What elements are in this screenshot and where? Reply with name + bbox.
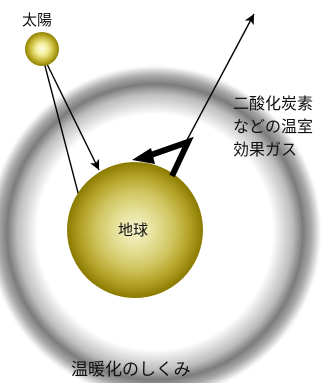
- earth-label: 地球: [118, 221, 149, 239]
- diagram-caption: 温暖化のしくみ: [71, 360, 191, 380]
- greenhouse-gas-label-line-2: などの温室: [233, 117, 314, 136]
- greenhouse-reflection-arrowhead: [132, 148, 155, 164]
- earth: [67, 162, 203, 298]
- sun: [25, 32, 59, 66]
- sun-label: 太陽: [22, 11, 53, 29]
- outgoing-radiation-arrow: [186, 13, 255, 141]
- sunlight-arrow-2: [45, 61, 100, 171]
- greenhouse-gas-label-line-1: 二酸化炭素: [233, 94, 314, 113]
- sunlight-arrow-1: [43, 61, 85, 209]
- greenhouse-gas-label: 二酸化炭素 などの温室 効果ガス: [233, 92, 313, 161]
- greenhouse-gas-label-line-3: 効果ガス: [233, 140, 298, 159]
- greenhouse-reflection-arrow: [147, 136, 194, 178]
